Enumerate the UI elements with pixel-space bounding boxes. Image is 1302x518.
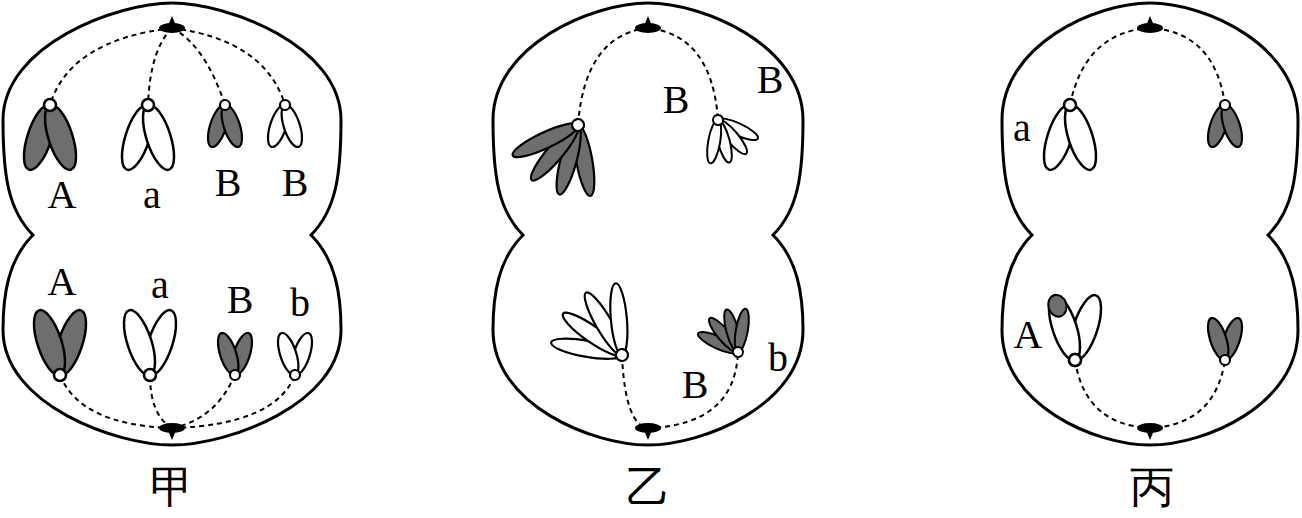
chromosome (1204, 100, 1246, 149)
spindle-fibre (148, 28, 172, 105)
chromosome (534, 271, 660, 392)
chromosome (214, 331, 256, 380)
spindle-fibre (60, 375, 172, 428)
allele-label: A (48, 262, 77, 302)
centrosome (1137, 423, 1163, 440)
centrosome (635, 16, 661, 33)
chromosome (501, 95, 627, 216)
spindle-fibre (150, 375, 172, 428)
chromosome (1043, 292, 1108, 366)
spindle-fibre (578, 28, 718, 125)
chromosome (1204, 316, 1246, 365)
chromosome (118, 307, 183, 381)
chromosome (116, 99, 181, 173)
chromosome (1038, 99, 1103, 173)
spindle-fibre (172, 28, 225, 105)
chromosome (18, 99, 83, 173)
chromosome (690, 301, 766, 369)
spindle-fibre (622, 352, 738, 428)
cell-label: 丙 (1130, 466, 1174, 510)
chromosome (691, 103, 767, 171)
allele-label: A (48, 175, 77, 215)
centrosome (159, 423, 185, 440)
allele-label: a (143, 175, 161, 215)
allele-label: B (215, 163, 242, 203)
allele-label: B (227, 280, 254, 320)
spindle-fibres (50, 28, 1225, 428)
cell-label: 乙 (626, 466, 670, 510)
allele-label: A (1014, 315, 1043, 355)
allele-label: b (290, 283, 310, 323)
allele-label: B (282, 163, 309, 203)
spindle-fibre (172, 28, 285, 105)
spindle-fibre (1075, 360, 1225, 428)
allele-label: B (682, 365, 709, 405)
centrosome (1137, 16, 1163, 33)
spindle-fibre (172, 375, 295, 428)
allele-label: a (1013, 108, 1031, 148)
allele-label: a (151, 265, 169, 305)
chromosome (204, 100, 246, 149)
allele-label: B (663, 80, 690, 120)
cell-outline (1002, 3, 1298, 445)
exchanged-segment (1045, 293, 1069, 319)
allele-label: b (768, 338, 788, 378)
chromosome (264, 100, 306, 149)
centromere (1069, 354, 1081, 366)
cell-outline (3, 3, 341, 445)
chromosome (274, 331, 316, 380)
allele-label: B (757, 60, 784, 100)
cell-outline (493, 3, 803, 445)
spindle-fibre (50, 28, 172, 105)
cell-label: 甲 (150, 466, 194, 510)
centrosome (635, 423, 661, 440)
chromosome (1043, 292, 1108, 366)
spindle-fibre (172, 375, 235, 428)
centrosome (159, 16, 185, 33)
spindle-fibre (1070, 28, 1225, 105)
chromosome (28, 307, 93, 381)
